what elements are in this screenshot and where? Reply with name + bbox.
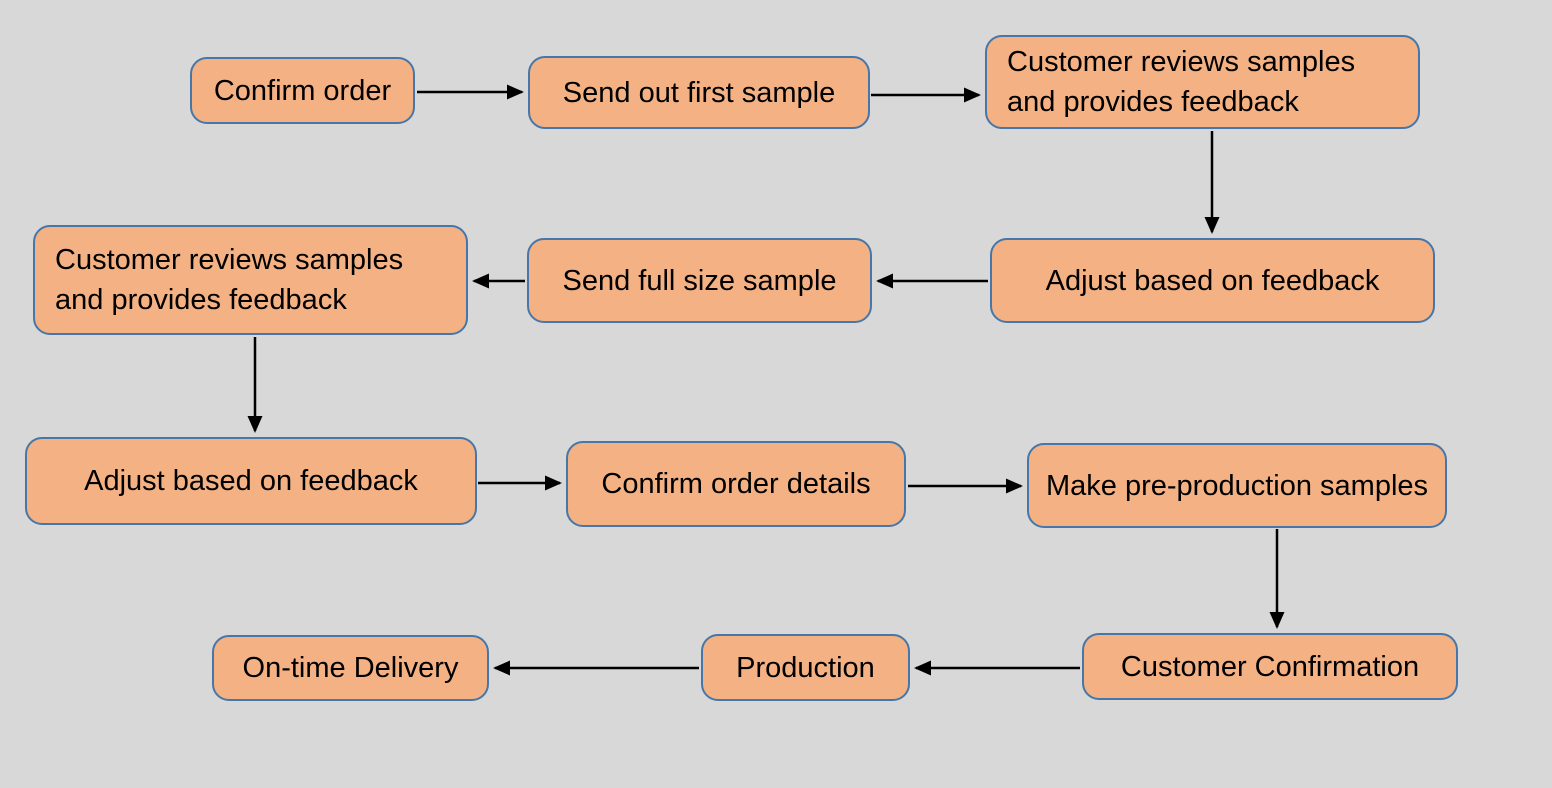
flow-node-production: Production bbox=[701, 634, 910, 701]
flow-node-adjust-feedback-1: Adjust based on feedback bbox=[990, 238, 1435, 323]
flow-node-label-send-full-size-sample: Send full size sample bbox=[562, 264, 837, 297]
flow-node-label-adjust-feedback-1: Adjust based on feedback bbox=[1045, 264, 1380, 297]
flow-node-label-customer-confirmation: Customer Confirmation bbox=[1120, 650, 1420, 683]
flow-node-make-preproduction: Make pre-production samples bbox=[1027, 443, 1447, 528]
flow-node-label-adjust-feedback-2: Adjust based on feedback bbox=[84, 465, 418, 497]
flow-node-customer-reviews-2: Customer reviews samples and provides fe… bbox=[33, 225, 468, 335]
flow-node-confirm-order-details: Confirm order details bbox=[566, 441, 906, 527]
flow-node-send-first-sample: Send out first sample bbox=[528, 56, 870, 129]
flow-node-confirm-order: Confirm order bbox=[190, 57, 415, 124]
flow-node-label-make-preproduction: Make pre-production samples bbox=[1046, 469, 1429, 502]
flow-node-customer-confirmation: Customer Confirmation bbox=[1082, 633, 1458, 700]
flow-node-adjust-feedback-2: Adjust based on feedback bbox=[25, 437, 477, 525]
flow-arrows bbox=[247, 84, 1285, 676]
flow-node-customer-reviews-1: Customer reviews samples and provides fe… bbox=[985, 35, 1420, 129]
flow-node-label-confirm-order-details: Confirm order details bbox=[601, 468, 871, 500]
flow-node-label-confirm-order: Confirm order bbox=[213, 74, 392, 107]
flow-node-on-time-delivery: On-time Delivery bbox=[212, 635, 489, 701]
flow-node-label-customer-reviews-2: Customer reviews samples and provides fe… bbox=[55, 244, 404, 316]
flow-node-send-full-size-sample: Send full size sample bbox=[527, 238, 872, 323]
flow-node-label-on-time-delivery: On-time Delivery bbox=[242, 652, 459, 684]
flow-node-label-production: Production bbox=[736, 651, 875, 684]
flow-node-label-send-first-sample: Send out first sample bbox=[562, 76, 836, 109]
flow-node-label-customer-reviews-1: Customer reviews samples and provides fe… bbox=[1007, 46, 1356, 118]
